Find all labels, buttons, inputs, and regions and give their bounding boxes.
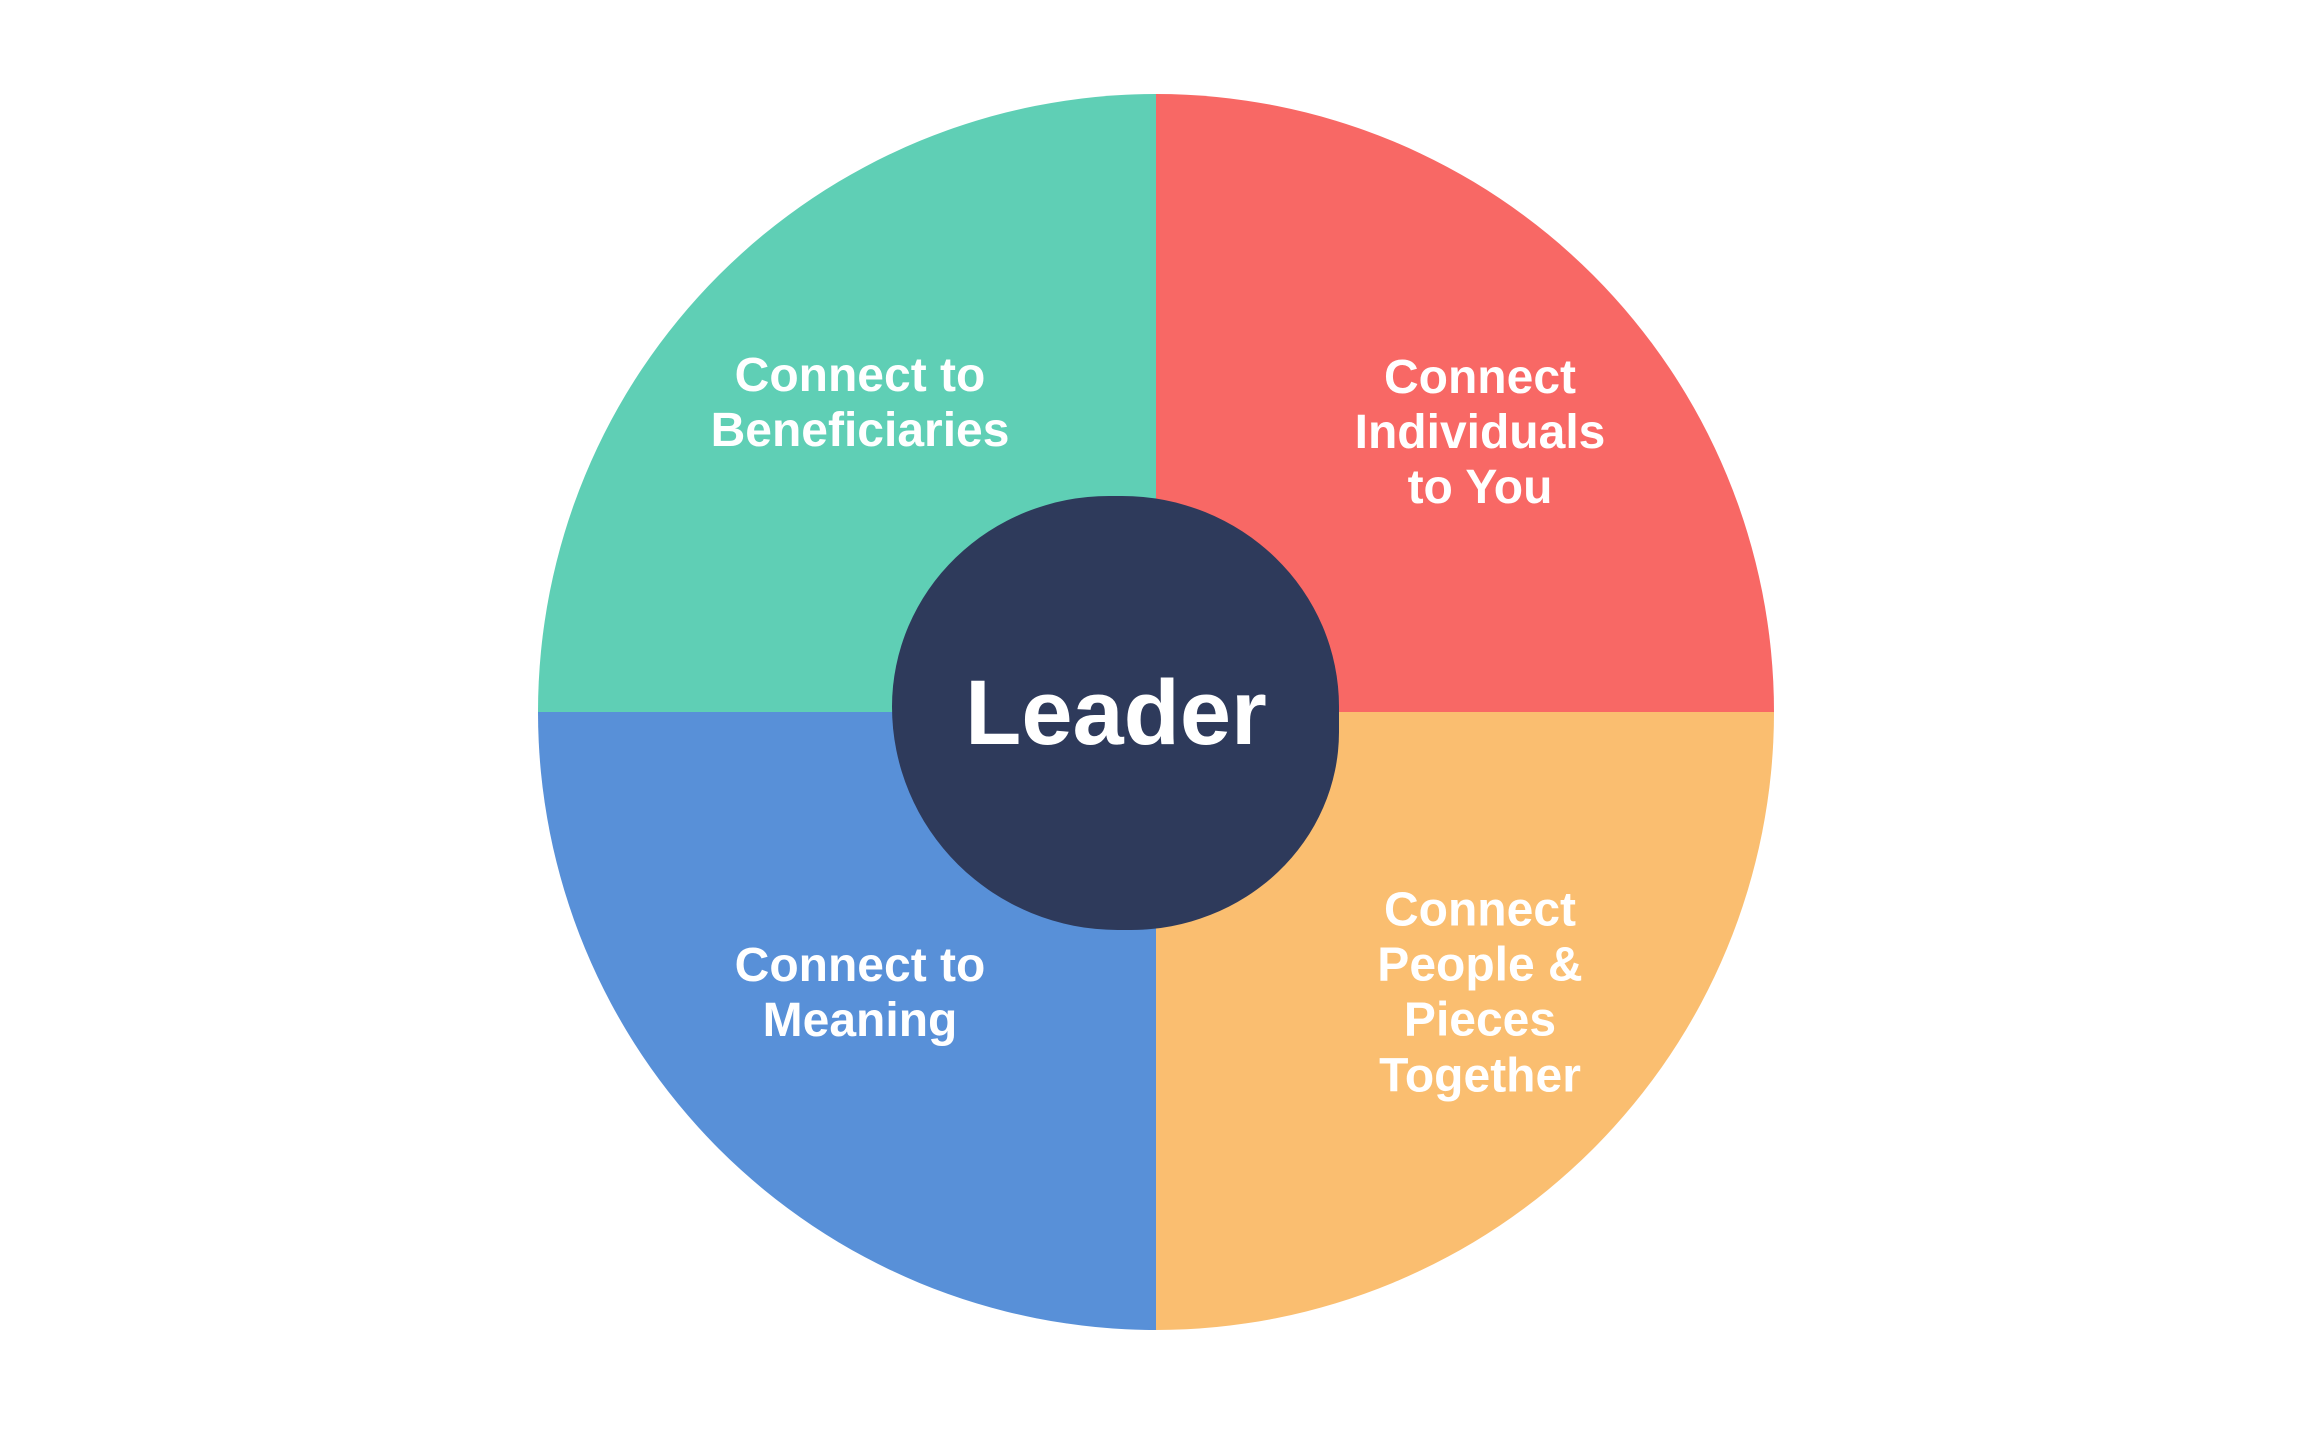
label-connect-people-pieces-together: Connect People & Pieces Together	[1377, 883, 1582, 1104]
label-line: Individuals	[1354, 406, 1606, 460]
label-connect-to-meaning: Connect to Meaning	[735, 938, 986, 1048]
label-line: Beneficiaries	[710, 404, 1010, 457]
label-connect-to-beneficiaries: Connect to Beneficiaries	[711, 348, 1010, 458]
leader-label: Leader	[965, 662, 1267, 765]
label-line: People &	[1377, 938, 1583, 992]
label-line: Meaning	[762, 994, 958, 1047]
label-line: Pieces	[1403, 994, 1557, 1047]
label-line: to You	[1407, 461, 1553, 515]
label-line: Connect	[1384, 351, 1576, 405]
quadrant-circle	[538, 94, 1774, 1330]
label-line: Together	[1379, 1049, 1581, 1103]
leader-center-blob	[892, 496, 1339, 930]
label-connect-individuals-to-you: Connect Individuals to You	[1355, 350, 1606, 516]
label-line: Connect to	[734, 938, 986, 992]
label-line: Connect to	[734, 348, 986, 402]
label-line: Connect	[1383, 883, 1576, 937]
